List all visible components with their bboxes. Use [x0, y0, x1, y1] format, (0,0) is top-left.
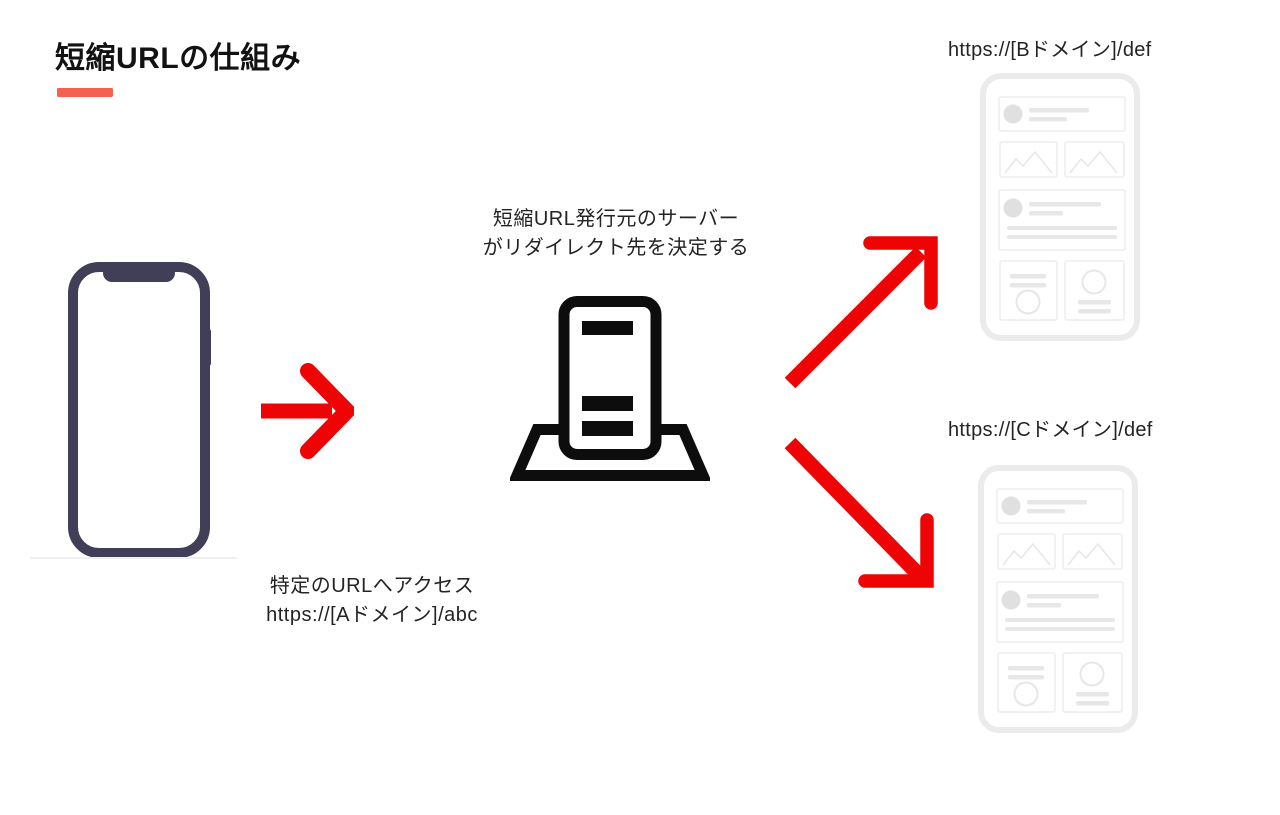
- webpage-wireframe-icon-c: [978, 465, 1138, 733]
- page-title: 短縮URLの仕組み: [55, 42, 302, 75]
- server-caption-line2: がリダイレクト先を決定する: [482, 237, 750, 259]
- destination-c-url: https://[Cドメイン]/def: [948, 419, 1153, 441]
- ground-line: [30, 557, 237, 559]
- client-caption-line1: 特定のURLへアクセス: [269, 575, 475, 597]
- arrow-up-right-icon: [783, 233, 941, 393]
- arrow-right-icon: [258, 363, 354, 459]
- client-caption: 特定のURLへアクセス https://[Aドメイン]/abc: [231, 572, 513, 630]
- server-icon: [510, 296, 710, 488]
- server-caption-line1: 短縮URL発行元のサーバー: [492, 208, 740, 230]
- smartphone-icon: [68, 262, 216, 559]
- server-caption: 短縮URL発行元のサーバー がリダイレクト先を決定する: [441, 205, 791, 263]
- client-caption-line2: https://[Aドメイン]/abc: [266, 604, 478, 626]
- destination-b-url: https://[Bドメイン]/def: [948, 39, 1152, 61]
- title-accent-underline: [57, 88, 113, 97]
- webpage-wireframe-icon-b: [980, 73, 1140, 341]
- arrow-down-right-icon: [783, 437, 935, 592]
